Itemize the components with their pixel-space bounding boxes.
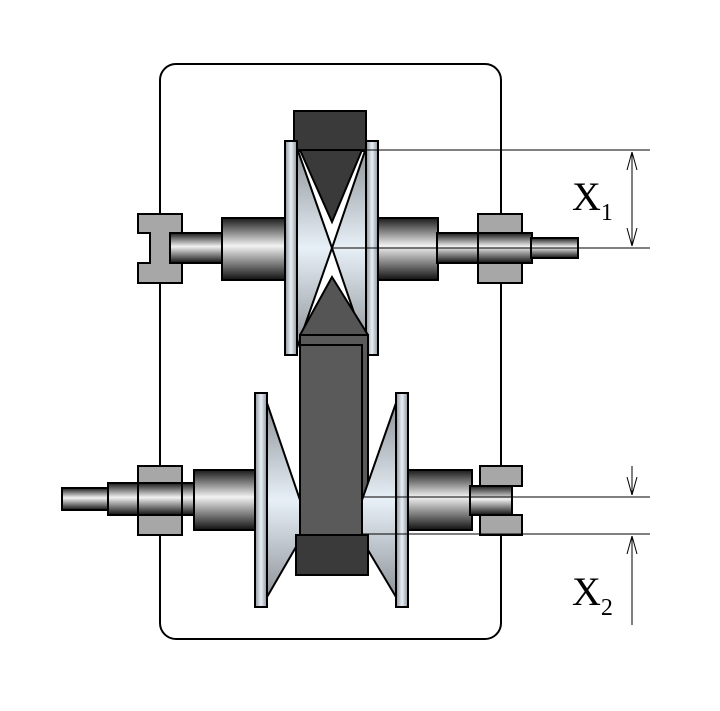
top-sheave-flange-left bbox=[284, 140, 298, 356]
bottom-right-bearing-shaft bbox=[469, 485, 513, 516]
bottom-belt-block bbox=[295, 534, 369, 576]
bottom-hub-left bbox=[193, 469, 259, 531]
bottom-sheave-flange-right bbox=[395, 392, 409, 608]
bottom-shaft-end bbox=[61, 487, 111, 511]
output-shaft-assembly bbox=[61, 465, 523, 536]
top-sheave-cone-left bbox=[296, 147, 334, 349]
x2-arrow-top bbox=[626, 476, 638, 496]
dimension-x2 bbox=[362, 466, 650, 625]
bottom-belt-body bbox=[299, 344, 363, 546]
bottom-sheave-flange-left bbox=[254, 392, 268, 608]
top-belt-block bbox=[293, 110, 367, 152]
x1-arrow-bottom bbox=[626, 227, 638, 247]
input-shaft-assembly bbox=[137, 213, 579, 284]
dimension-x1 bbox=[332, 149, 650, 249]
bottom-left-bearing-shaft bbox=[137, 482, 183, 516]
output-sheave bbox=[254, 392, 409, 608]
x1-label: X1 bbox=[572, 174, 613, 226]
top-shaft-left-thin bbox=[169, 232, 226, 264]
x2-arrow-bottom bbox=[626, 535, 638, 555]
bottom-hub-right bbox=[405, 469, 473, 531]
top-sheave-belt-wedge bbox=[298, 149, 364, 225]
top-hub-right bbox=[375, 217, 439, 281]
x1-arrow-top bbox=[626, 151, 638, 171]
x2-label: X2 bbox=[572, 569, 613, 621]
top-hub-left bbox=[221, 217, 291, 281]
